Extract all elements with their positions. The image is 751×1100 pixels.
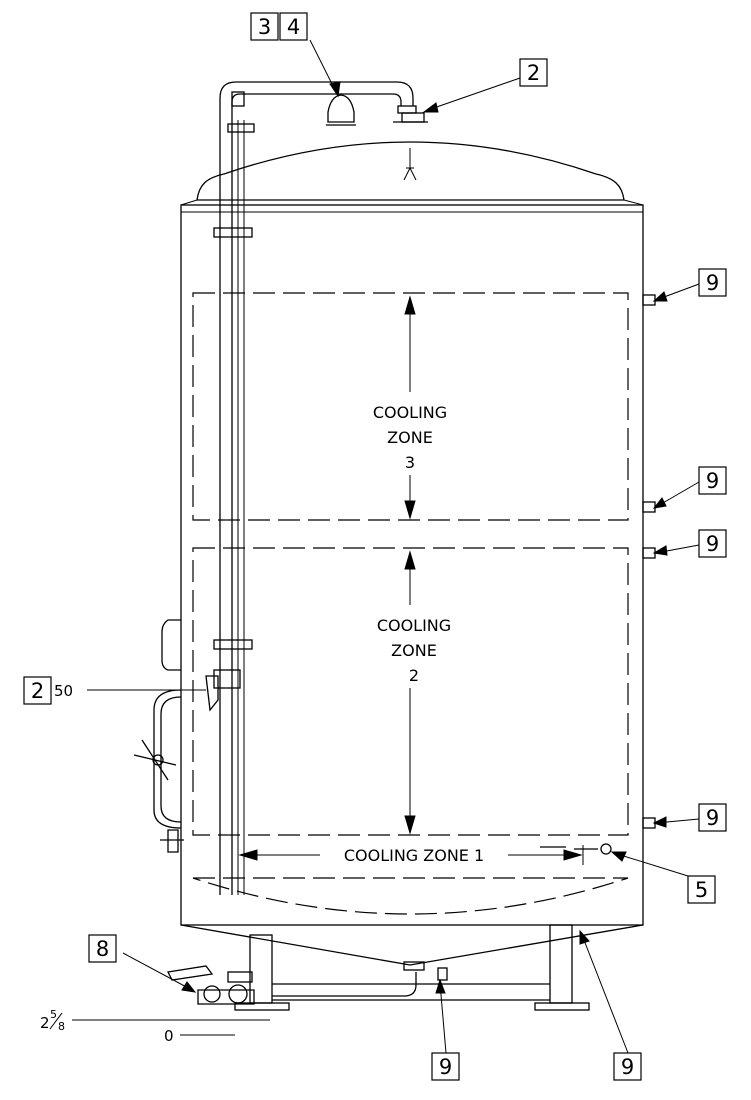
callout-4: 4 [279, 12, 308, 41]
svg-text:3: 3 [258, 15, 271, 39]
dim-258-denominator: 8 [58, 1020, 65, 1033]
pressure-relief-valve [327, 94, 355, 123]
foot-left [234, 1002, 290, 1011]
cooling-zones: COOLING ZONE 3 COOLING ZONE 2 COOLING ZO… [192, 292, 629, 915]
callout-9-zone2-top: 9 [698, 529, 727, 558]
callout-5: 5 [687, 875, 716, 904]
spray-fitting [403, 148, 417, 181]
pipe-clamp-lower [213, 639, 253, 650]
callout-leaders [122, 39, 700, 1054]
piping [213, 81, 428, 895]
bottom-valve-handle [167, 965, 214, 981]
legs-and-outlet [167, 924, 590, 1011]
thermowell-fitting [600, 843, 612, 855]
callout-9-zone3-top: 9 [698, 268, 727, 297]
svg-text:9: 9 [706, 806, 719, 830]
zone1-arrow-right [563, 849, 583, 861]
manway-door [153, 689, 182, 829]
drain-port [437, 967, 448, 981]
dim-0-label: 0 [164, 1027, 174, 1045]
zone3-label-1: COOLING [373, 403, 447, 422]
tank-body [180, 141, 644, 966]
zone1-arrow-left [238, 849, 258, 861]
callout-boxes: 3 4 2 9 9 9 9 2 [23, 12, 727, 1081]
bottom-valve-body [197, 989, 255, 1005]
svg-text:5: 5 [695, 878, 708, 902]
zone2-arrow-down [404, 815, 416, 835]
zone3-label-3: 3 [405, 453, 415, 472]
pipe-clamp-upper [213, 227, 253, 238]
pipe-clamp-top [227, 123, 255, 133]
side-fittings [133, 294, 656, 855]
zone1-label: COOLING ZONE 1 [344, 846, 484, 865]
zone2-label-1: COOLING [377, 616, 451, 635]
svg-text:4: 4 [287, 15, 300, 39]
svg-text:8: 8 [96, 937, 109, 961]
zone3-arrow-up [404, 295, 416, 315]
side-valve [160, 829, 184, 853]
leg-right [549, 924, 573, 1004]
sample-valve [205, 675, 219, 712]
leg-left [249, 934, 273, 1004]
cooling-zone-1-outline [192, 877, 629, 915]
top-valve [401, 112, 425, 123]
zone3-label-2: ZONE [387, 428, 433, 447]
cross-brace [272, 983, 550, 1001]
cooling-zone-3-outline [192, 292, 629, 521]
tank-shell [180, 204, 644, 926]
callout-2-top: 2 [519, 58, 548, 87]
svg-text:9: 9 [706, 532, 719, 556]
side-bracket [161, 619, 181, 671]
zone2-label-2: ZONE [391, 641, 437, 660]
callout-2-side: 2 [23, 676, 52, 705]
cip-arm-outer [219, 81, 414, 895]
svg-text:9: 9 [439, 1055, 452, 1079]
dim-258-numerator: 5 [50, 1008, 57, 1021]
svg-text:9: 9 [706, 469, 719, 493]
cooling-nozzle-2 [642, 501, 656, 513]
dimension-lines: 50 2 5 8 0 [40, 682, 270, 1045]
bottom-cone [180, 924, 644, 966]
top-dome [196, 141, 625, 201]
foot-right [534, 1002, 590, 1011]
svg-text:2: 2 [527, 61, 540, 85]
dim-258-label: 2 [40, 1014, 50, 1032]
zone2-arrow-up [404, 550, 416, 570]
cip-arm-inner [231, 93, 402, 895]
cooling-nozzle-1 [642, 294, 656, 306]
callout-9-zone3-bottom: 9 [698, 466, 727, 495]
svg-text:9: 9 [706, 271, 719, 295]
callout-9-bottom-left: 9 [431, 1052, 460, 1081]
callout-8: 8 [88, 934, 117, 963]
dim-50-label: 50 [54, 682, 73, 700]
zone3-arrow-down [404, 500, 416, 520]
callout-9-zone2-bottom: 9 [698, 803, 727, 832]
callout-3: 3 [250, 12, 279, 41]
svg-text:2: 2 [31, 679, 44, 703]
outlet-line [272, 972, 417, 997]
svg-text:9: 9 [621, 1055, 634, 1079]
cooling-zone-2-outline [192, 547, 629, 836]
zone2-label-3: 2 [409, 666, 419, 685]
outlet-clamp [403, 961, 425, 971]
callout-9-bottom-right: 9 [613, 1052, 642, 1081]
